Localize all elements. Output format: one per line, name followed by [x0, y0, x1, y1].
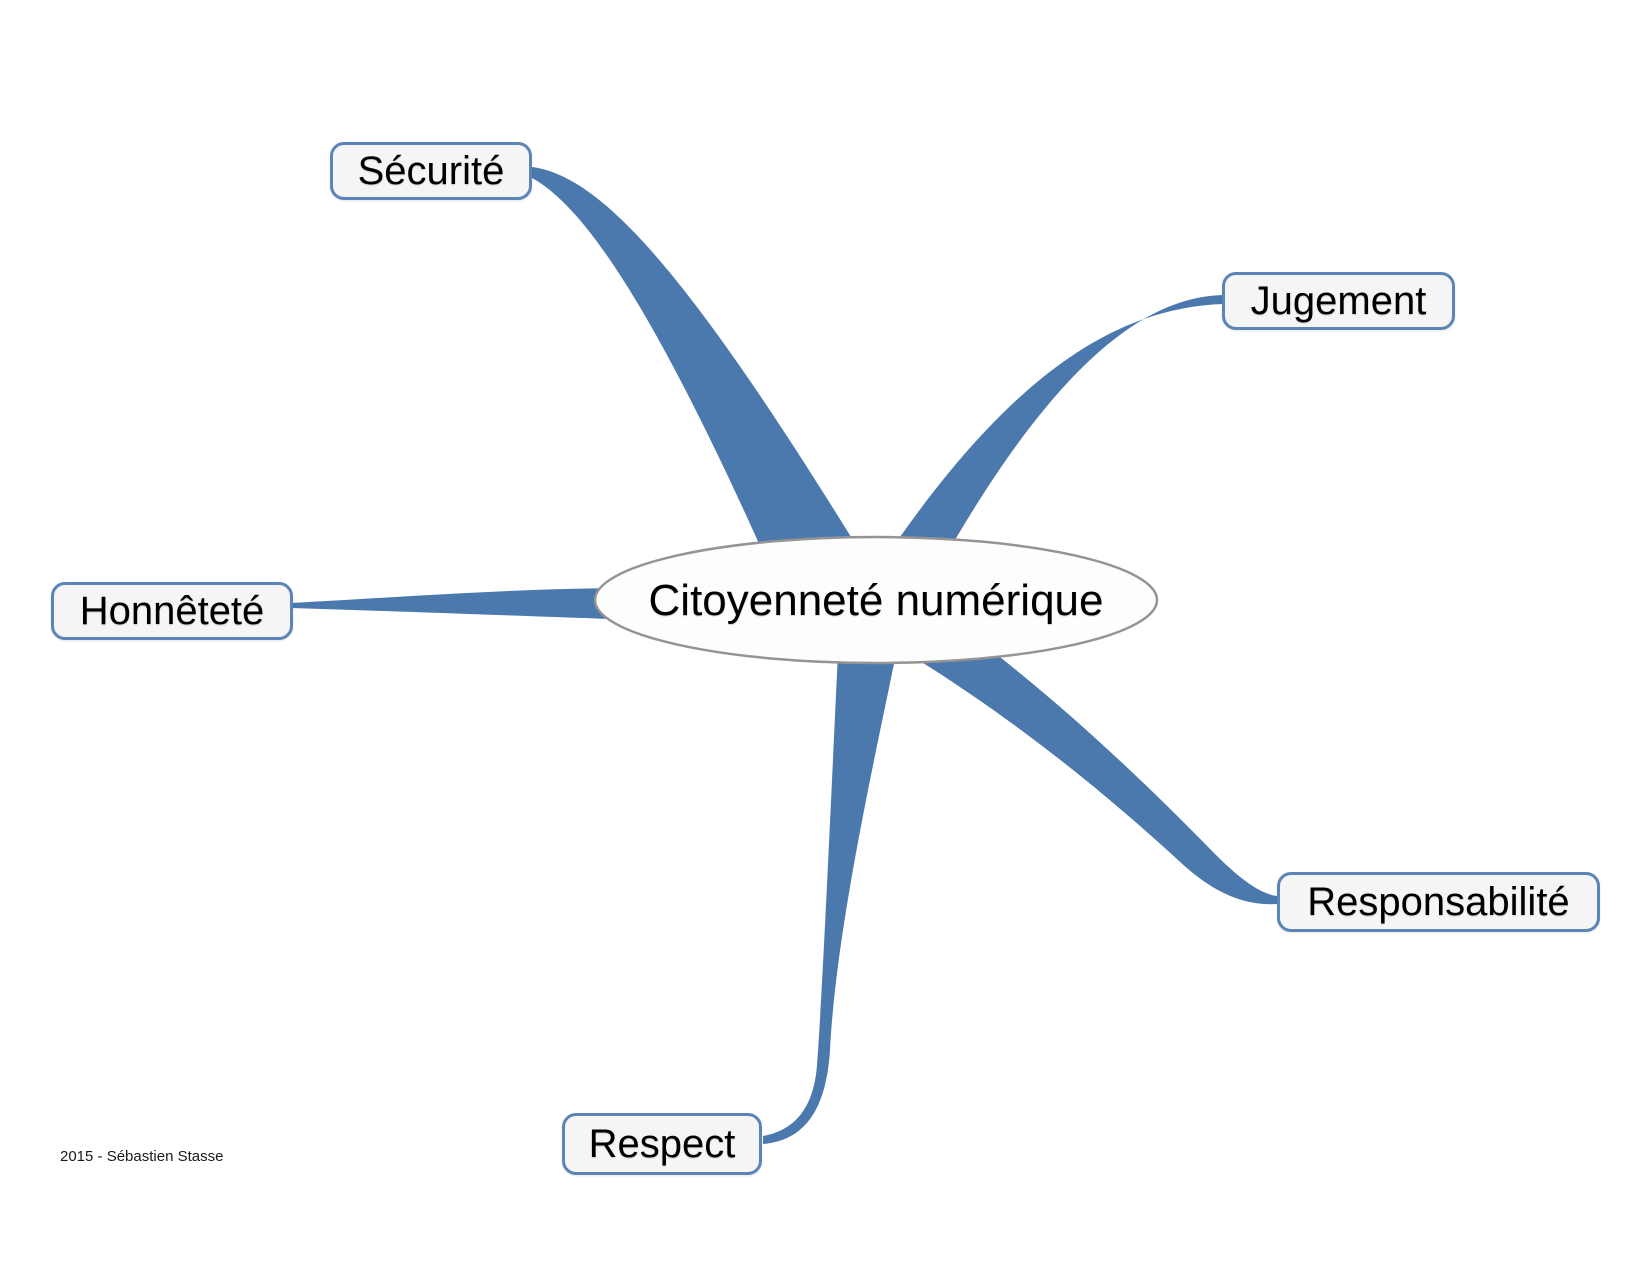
- node-honnetete[interactable]: Honnêteté: [51, 582, 293, 640]
- node-jugement[interactable]: Jugement: [1222, 272, 1455, 330]
- node-responsabilite[interactable]: Responsabilité: [1277, 872, 1600, 932]
- central-topic-label: Citoyenneté numérique: [648, 576, 1104, 625]
- node-respect[interactable]: Respect: [562, 1113, 762, 1175]
- node-respect-label: Respect: [588, 1122, 736, 1166]
- node-securite[interactable]: Sécurité: [330, 142, 532, 200]
- node-responsabilite-label: Responsabilité: [1307, 880, 1570, 924]
- node-jugement-label: Jugement: [1250, 279, 1427, 323]
- branch-responsabilite: [912, 640, 1277, 905]
- node-securite-label: Sécurité: [357, 149, 505, 193]
- central-ellipse[interactable]: [593, 535, 1159, 665]
- branch-jugement: [884, 295, 1223, 560]
- branch-honnetete: [291, 588, 640, 620]
- branch-respect: [763, 652, 896, 1144]
- author-credit: 2015 - Sébastien Stasse: [60, 1148, 224, 1165]
- node-honnetete-label: Honnêteté: [79, 589, 265, 633]
- branch-securite: [532, 167, 856, 568]
